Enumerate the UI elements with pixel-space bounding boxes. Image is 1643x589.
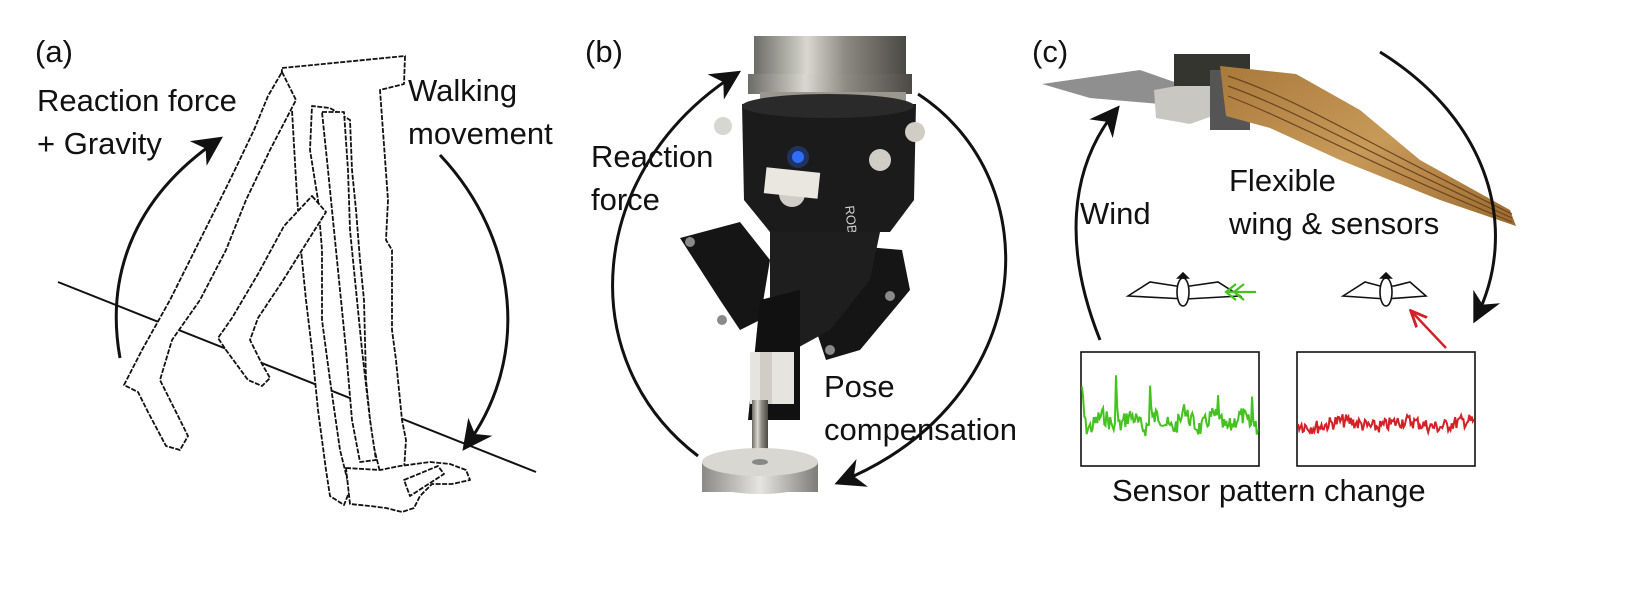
- arrow-wind: [1074, 105, 1120, 341]
- robot-leg-middle: [217, 195, 327, 387]
- red-wind-arrow: [1412, 312, 1447, 349]
- label-flexible-wing: Flexible wing & sensors: [1229, 163, 1440, 241]
- signal-box-red: [1296, 351, 1476, 467]
- label-wind: Wind: [1080, 196, 1151, 231]
- gripper-finger-left: [680, 222, 770, 330]
- arrow-pose-compensation: [834, 92, 1008, 487]
- gripper-finger-right: [816, 246, 910, 360]
- arrow-reaction-force: [114, 136, 223, 359]
- aircraft-icon-steady: [1125, 271, 1243, 307]
- robot-flange: [754, 36, 906, 78]
- label-sensor-pattern-change: Sensor pattern change: [1112, 473, 1426, 508]
- panel-b-label: (b): [585, 34, 623, 69]
- robot-leg-rear: [123, 71, 297, 451]
- gripper-led: [792, 151, 804, 163]
- robot-leg-front-inner: [321, 111, 377, 463]
- label-reaction-gravity: Reaction force + Gravity: [37, 83, 237, 161]
- arrow-right-c: [1379, 50, 1501, 324]
- aircraft-icon-changed: [1340, 271, 1428, 307]
- signal-box-green: [1080, 351, 1260, 467]
- wing-photo: [1042, 50, 1516, 467]
- arrow-walking-movement: [438, 153, 510, 451]
- green-wind-arrow: [1224, 283, 1256, 301]
- walking-robot-illustration: [57, 55, 537, 513]
- wing-membrane: [1042, 70, 1180, 104]
- label-reaction-force-b: Reaction force: [591, 139, 714, 217]
- tool-shaft: [752, 400, 768, 462]
- arrow-reaction-force-b: [611, 70, 742, 458]
- panel-a-label: (a): [35, 34, 73, 69]
- signal-trace-green: [1081, 375, 1259, 437]
- signal-trace-red: [1297, 412, 1475, 437]
- panel-c-label: (c): [1032, 34, 1069, 69]
- gripper-photo: ROBOTIQ: [611, 36, 1008, 494]
- robot-foot-rod: [403, 465, 445, 497]
- ground-line: [57, 281, 537, 473]
- label-pose-compensation: Pose compensation: [824, 369, 1018, 447]
- label-walking-movement: Walking movement: [408, 73, 553, 151]
